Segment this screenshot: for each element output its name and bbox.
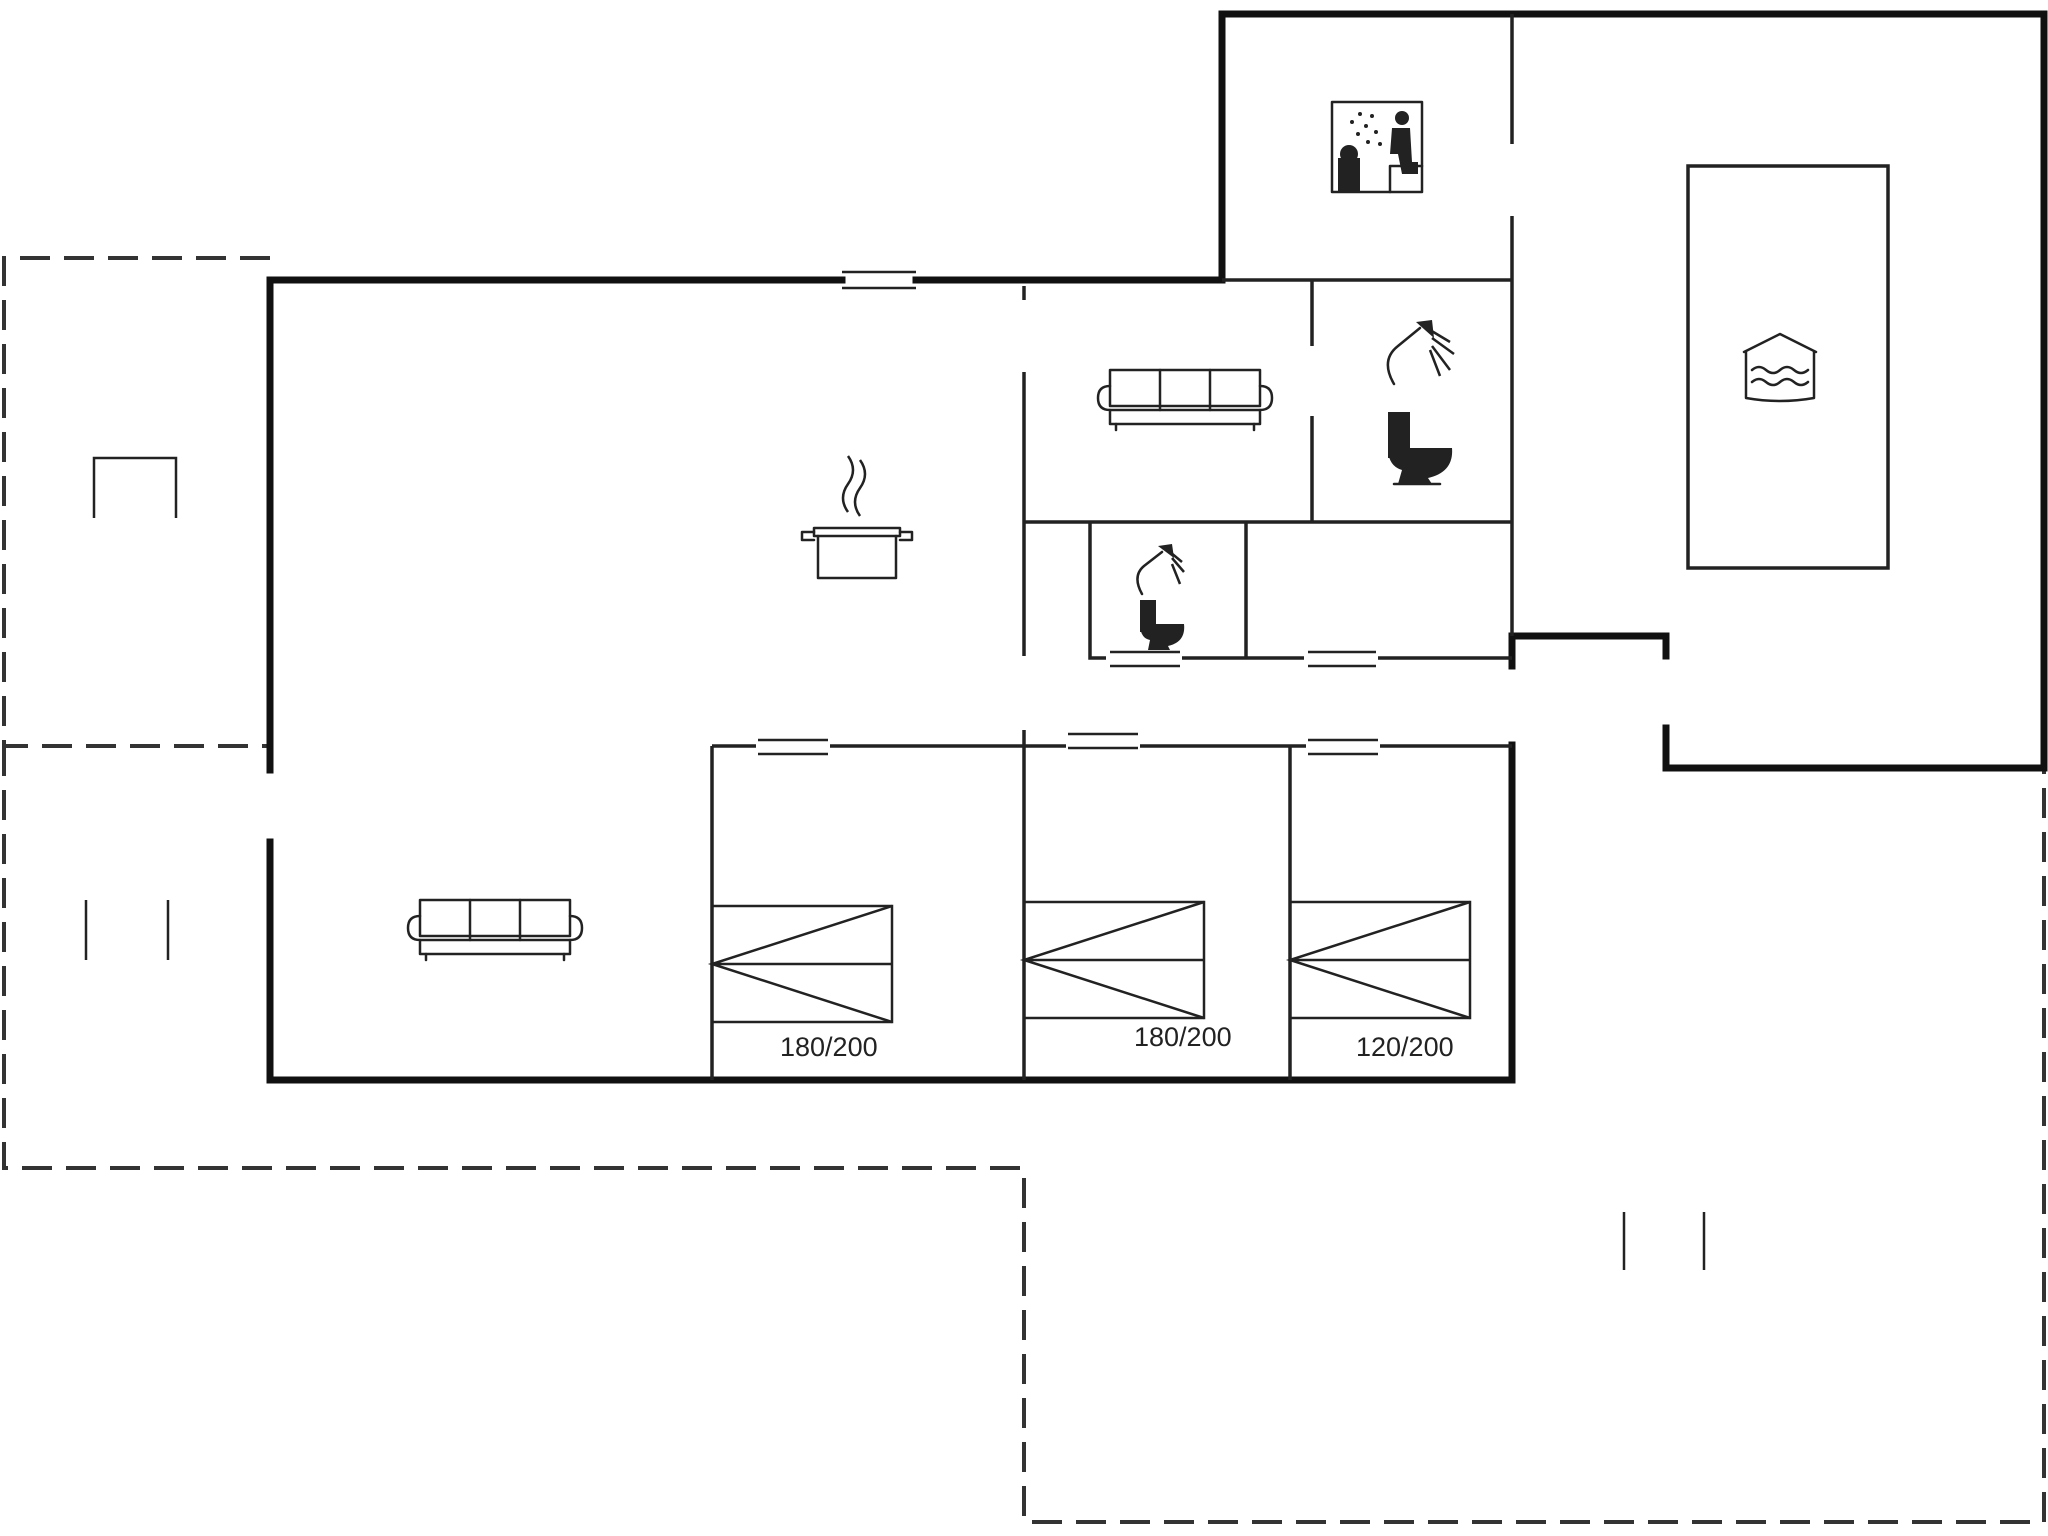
sofa-icon [1096,368,1274,432]
outdoor-areas [2,256,2046,1524]
interior-walls [710,14,1514,1080]
bed-label-2: 180/200 [1134,1022,1232,1052]
bed-label-3: 120/200 [1356,1032,1454,1062]
bed-3 [1285,900,1472,1020]
bed-label-1: 180/200 [780,1032,878,1062]
sofa-icon-lower [406,898,584,962]
bed-1 [707,904,894,1024]
cooking-pot-icon [800,455,914,580]
outdoor-marks [84,456,1706,1270]
terrace-left-upper [2,256,270,748]
toilet-icon-small [1140,600,1185,650]
pool-icon [1742,332,1818,403]
shower-icon [1386,320,1455,386]
pool [1686,164,1890,570]
exterior-walls [266,10,2048,1084]
bed-2 [1019,900,1206,1020]
sauna-icon [1330,100,1424,194]
shower-icon-small [1136,544,1185,596]
toilet-icon [1388,412,1453,486]
